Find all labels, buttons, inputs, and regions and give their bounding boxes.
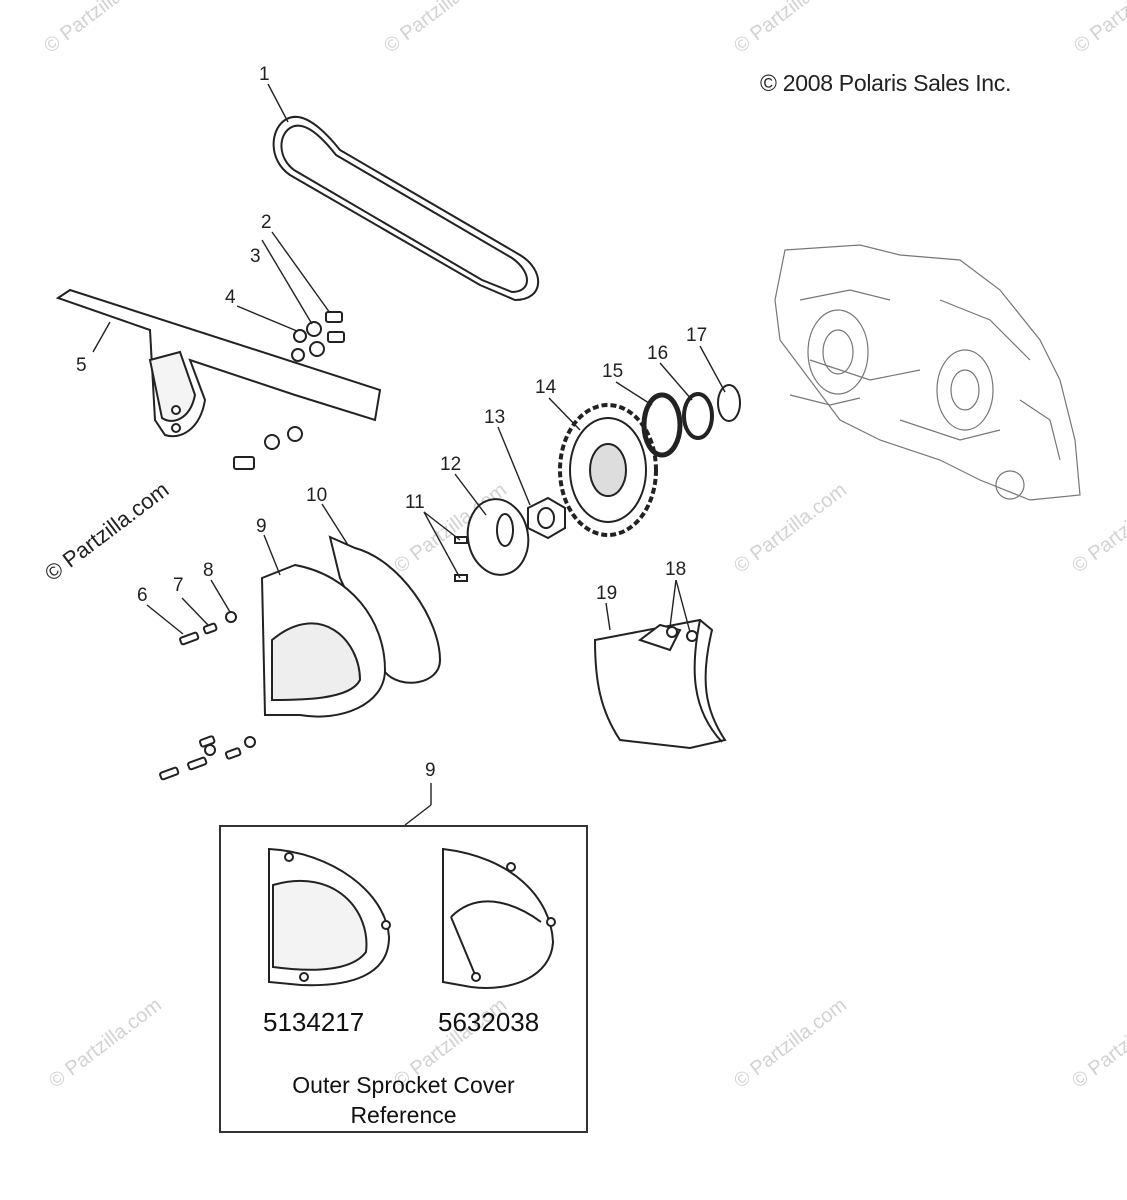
callout-17: 17 [686,325,707,346]
callout-10: 10 [306,485,327,506]
reference-box: 5134217 5632038 Outer Sprocket Cover Ref… [219,825,588,1133]
callout-9-reference: 9 [425,760,436,781]
callout-14: 14 [535,377,557,398]
sprocket-nut [527,496,566,540]
cover-fasteners [159,611,256,781]
seal-rings [641,384,741,458]
copyright-notice: © 2008 Polaris Sales Inc. [760,70,1012,96]
reference-covers [268,847,556,989]
reference-caption-line2: Reference [350,1102,457,1128]
callout-1: 1 [259,64,270,85]
engine-assembly [774,244,1081,501]
callout-4: 4 [225,287,236,308]
callout-15: 15 [602,361,623,382]
outer-sprocket-cover [260,563,387,718]
callout-16: 16 [647,343,668,364]
drive-belt [272,115,540,302]
part-number-left: 5134217 [263,1007,365,1037]
callout-18: 18 [665,559,686,580]
callout-5: 5 [76,355,87,376]
callout-7: 7 [173,575,184,596]
leader-lines [92,83,726,826]
callout-12: 12 [440,454,461,475]
callout-11: 11 [405,492,425,513]
part-number-right: 5632038 [438,1007,540,1037]
callout-8: 8 [203,560,214,581]
callout-13: 13 [484,407,505,428]
reference-caption-line1: Outer Sprocket Cover [292,1072,515,1098]
chain-guard-fasteners [233,311,345,470]
chain-guard [55,288,382,438]
callout-2: 2 [261,212,272,233]
cover-5632038 [442,847,556,989]
drive-sprocket [558,403,658,537]
cover-gasket [328,535,442,684]
callout-9: 9 [256,516,267,537]
retainer-plate [454,498,530,582]
lower-guard [593,618,727,750]
callout-19: 19 [596,583,617,604]
callout-6: 6 [137,585,148,606]
cover-5134217 [268,847,391,987]
callout-3: 3 [250,246,261,267]
